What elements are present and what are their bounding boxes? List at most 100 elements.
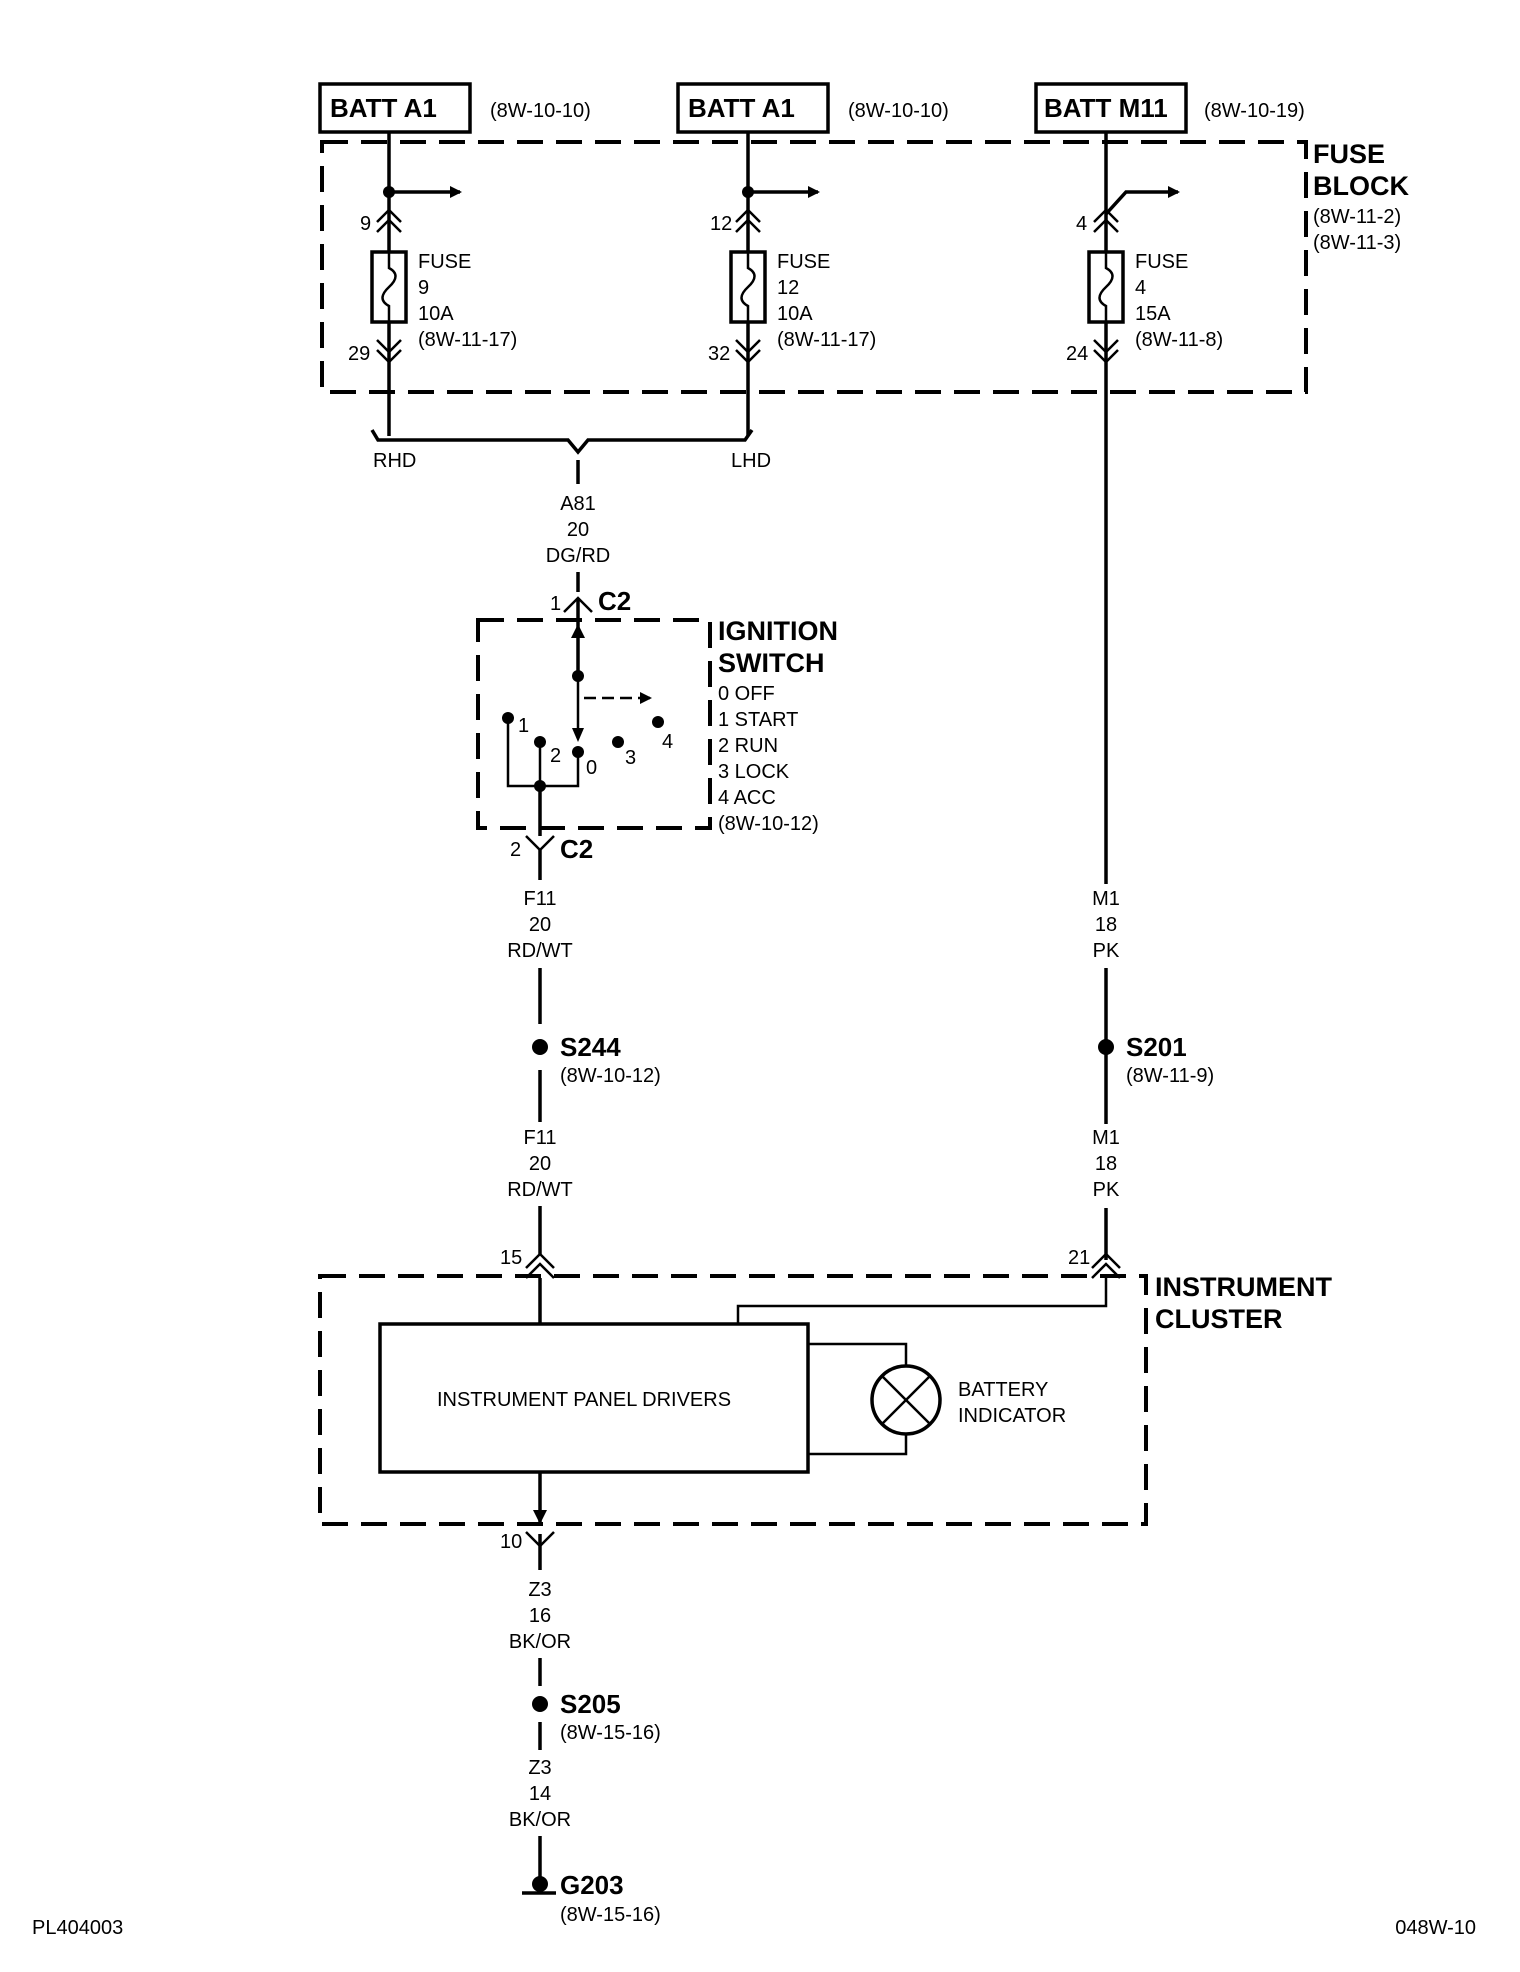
splice-label: S201 <box>1126 1032 1187 1062</box>
contact-label: 4 <box>662 731 673 753</box>
svg-text:DG/RD: DG/RD <box>546 545 610 567</box>
source-ref: (8W-10-10) <box>490 100 591 122</box>
svg-text:F11: F11 <box>524 1127 557 1149</box>
svg-text:BK/OR: BK/OR <box>509 1809 571 1831</box>
splice-ref: (8W-10-12) <box>560 1065 661 1087</box>
connector-out-pin: 2 <box>510 839 521 861</box>
wire-m1-lower-label: M1 18 PK <box>1086 1124 1126 1208</box>
fuse-block: FUSE BLOCK (8W-11-2) (8W-11-3) 9 29 FUSE… <box>320 132 1409 1260</box>
cluster-title-2: CLUSTER <box>1155 1304 1283 1334</box>
instrument-panel-drivers <box>378 1322 810 1474</box>
option-rhd: RHD <box>373 450 416 472</box>
indicator-label-1: BATTERY <box>958 1379 1048 1401</box>
svg-text:A81: A81 <box>560 493 596 515</box>
fuse-pin-in: 12 <box>710 213 732 235</box>
fuse-number: 4 <box>1135 277 1146 299</box>
ground-icon <box>522 1876 556 1895</box>
splice-ref: (8W-11-9) <box>1126 1065 1214 1087</box>
svg-text:20: 20 <box>529 1153 551 1175</box>
svg-text:RD/WT: RD/WT <box>507 940 573 962</box>
drivers-label: INSTRUMENT PANEL DRIVERS <box>437 1389 731 1411</box>
instrument-cluster-outline <box>318 1274 1148 1526</box>
splice-s244: S244 (8W-10-12) <box>532 1032 661 1087</box>
source-batt-m11: BATT M11 (8W-10-19) <box>1034 82 1305 134</box>
option-lhd: LHD <box>731 450 771 472</box>
footer-left: PL404003 <box>32 1917 123 1939</box>
svg-text:RD/WT: RD/WT <box>507 1179 573 1201</box>
splice-s201: S201 (8W-11-9) <box>1098 1032 1214 1087</box>
connector-out: C2 <box>560 834 593 864</box>
wire-z3-lower-label: Z3 14 BK/OR <box>509 1757 571 1831</box>
svg-text:16: 16 <box>529 1605 551 1627</box>
cluster-title-1: INSTRUMENT <box>1155 1272 1332 1302</box>
fuse-9: 9 29 FUSE 9 10A (8W-11-17) <box>348 132 517 436</box>
fuse-block-title-2: BLOCK <box>1313 171 1409 201</box>
instrument-cluster: 15 21 INSTRUMENT CLUSTER INSTRUMENT PANE… <box>318 1247 1332 1553</box>
ground-label: G203 <box>560 1870 624 1900</box>
footer-right: 048W-10 <box>1395 1917 1476 1939</box>
fuse-label: FUSE <box>777 251 830 273</box>
contact-label: 0 <box>586 757 597 779</box>
ground-g203: G203 (8W-15-16) <box>522 1870 661 1926</box>
ground-ref: (8W-15-16) <box>560 1904 661 1926</box>
splice-s205: S205 (8W-15-16) <box>532 1689 661 1744</box>
connector-in: C2 <box>598 586 631 616</box>
svg-text:BK/OR: BK/OR <box>509 1631 571 1653</box>
contact-label: 2 <box>550 745 561 767</box>
connector-in-pin: 1 <box>550 593 561 615</box>
fuse-ref: (8W-11-17) <box>418 329 517 351</box>
svg-text:PK: PK <box>1093 940 1120 962</box>
splice-label: S244 <box>560 1032 621 1062</box>
pin-m1: 21 <box>1068 1247 1090 1269</box>
pin-f11: 15 <box>500 1247 522 1269</box>
wire-a81-label: A81 20 DG/RD <box>546 493 610 567</box>
rhd-lhd-brace: RHD LHD <box>370 428 771 484</box>
fuse-block-outline <box>320 140 1308 394</box>
wire-f11-lower-label: F11 20 RD/WT <box>507 1127 573 1201</box>
fuse-ref: (8W-11-17) <box>777 329 876 351</box>
svg-text:14: 14 <box>529 1783 551 1805</box>
fuse-rating: 15A <box>1135 303 1171 325</box>
fuse-ref: (8W-11-8) <box>1135 329 1223 351</box>
fuse-block-title-1: FUSE <box>1313 139 1385 169</box>
wire-m1-upper-label: M1 18 PK <box>1086 884 1126 968</box>
ignition-position: 4 ACC <box>718 787 776 809</box>
contact-label: 1 <box>518 715 529 737</box>
contact-label: 3 <box>625 747 636 769</box>
ignition-position: 0 OFF <box>718 683 775 705</box>
fuse-rating: 10A <box>418 303 454 325</box>
wire-f11-upper-label: F11 20 RD/WT <box>507 888 573 962</box>
source-ref: (8W-10-10) <box>848 100 949 122</box>
splice-label: S205 <box>560 1689 621 1719</box>
fuse-pin-in: 9 <box>360 213 371 235</box>
fuse-pin-out: 32 <box>708 343 730 365</box>
ignition-switch-outline <box>476 618 712 830</box>
fuse-block-ref-2: (8W-11-3) <box>1313 232 1401 254</box>
svg-text:Z3: Z3 <box>528 1757 551 1779</box>
fuse-rating: 10A <box>777 303 813 325</box>
svg-text:18: 18 <box>1095 914 1117 936</box>
fuse-12: 12 32 FUSE 12 10A (8W-11-17) <box>708 132 876 436</box>
wire-z3-upper-label: Z3 16 BK/OR <box>509 1579 571 1653</box>
ignition-switch: 1 C2 1 2 0 3 4 IGNITION SWITCH 0 OFF 1 S… <box>476 586 838 864</box>
fuse-4: 4 24 FUSE 4 15A (8W-11-8) <box>1066 132 1223 1260</box>
battery-indicator-lamp-icon <box>870 1364 942 1436</box>
svg-text:PK: PK <box>1093 1179 1120 1201</box>
source-label: BATT M11 <box>1044 93 1168 123</box>
svg-text:20: 20 <box>567 519 589 541</box>
fuse-label: FUSE <box>1135 251 1188 273</box>
source-ref: (8W-10-19) <box>1204 100 1305 122</box>
svg-text:18: 18 <box>1095 1153 1117 1175</box>
svg-text:M1: M1 <box>1092 1127 1120 1149</box>
svg-text:F11: F11 <box>524 888 557 910</box>
indicator-label-2: INDICATOR <box>958 1405 1066 1427</box>
source-label: BATT A1 <box>688 93 795 123</box>
source-label: BATT A1 <box>330 93 437 123</box>
fuse-pin-out: 29 <box>348 343 370 365</box>
ignition-position: 1 START <box>718 709 798 731</box>
splice-ref: (8W-15-16) <box>560 1722 661 1744</box>
fuse-pin-in: 4 <box>1076 213 1087 235</box>
ignition-position: 3 LOCK <box>718 761 790 783</box>
ignition-title-2: SWITCH <box>718 648 824 678</box>
